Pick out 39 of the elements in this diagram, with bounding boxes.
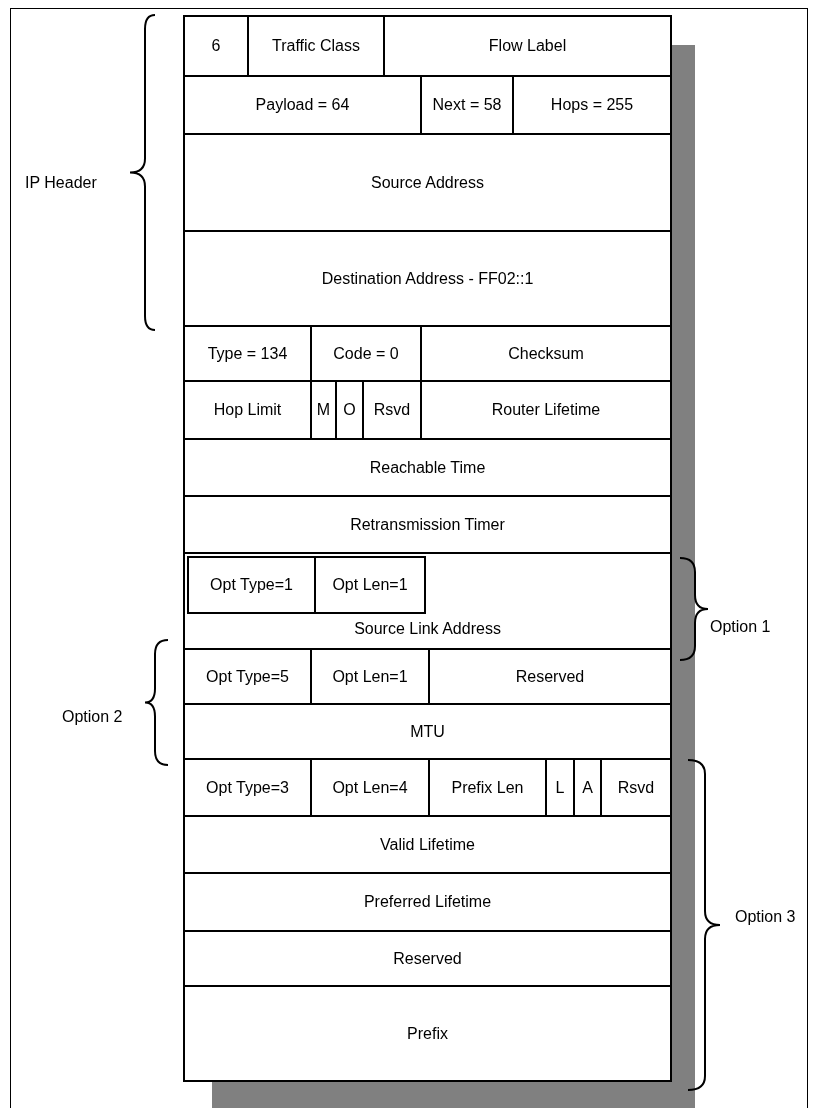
brace-label: Option 3 [735, 908, 796, 926]
header-field: Destination Address - FF02::1 [183, 230, 672, 327]
header-field: 6 [183, 15, 249, 77]
header-field: Opt Len=1 [314, 556, 426, 614]
header-field: MTU [183, 703, 672, 760]
header-field: Preferred Lifetime [183, 872, 672, 932]
header-field: Reachable Time [183, 438, 672, 497]
header-field: Opt Type=1 [187, 556, 316, 614]
header-field: Flow Label [383, 15, 672, 77]
header-field: Hop Limit [183, 380, 312, 440]
header-field: Prefix [183, 985, 672, 1082]
brace-label: Option 2 [62, 708, 123, 726]
header-field: Rsvd [362, 380, 422, 440]
header-field: O [335, 380, 364, 440]
header-field: Rsvd [600, 758, 672, 817]
header-field: Valid Lifetime [183, 815, 672, 874]
header-field: Hops = 255 [512, 75, 672, 135]
header-field: Reserved [183, 930, 672, 987]
header-field: L [545, 758, 575, 817]
header-field: Opt Len=4 [310, 758, 430, 817]
brace-label: Option 1 [710, 618, 771, 636]
header-field: Retransmission Timer [183, 495, 672, 554]
header-field: Code = 0 [310, 325, 422, 382]
header-field: Next = 58 [420, 75, 514, 135]
header-field: Type = 134 [183, 325, 312, 382]
header-field: Opt Len=1 [310, 648, 430, 705]
header-field [183, 552, 672, 650]
header-field: Payload = 64 [183, 75, 422, 135]
header-field: Router Lifetime [420, 380, 672, 440]
header-field: Reserved [428, 648, 672, 705]
header-field: A [573, 758, 602, 817]
header-field: Opt Type=3 [183, 758, 312, 817]
header-field: Opt Type=5 [183, 648, 312, 705]
header-field: Checksum [420, 325, 672, 382]
field-label: Source Link Address [354, 620, 501, 638]
brace-label: IP Header [25, 174, 97, 192]
header-field: Source Address [183, 133, 672, 232]
header-field: Prefix Len [428, 758, 547, 817]
header-field: Traffic Class [247, 15, 385, 77]
